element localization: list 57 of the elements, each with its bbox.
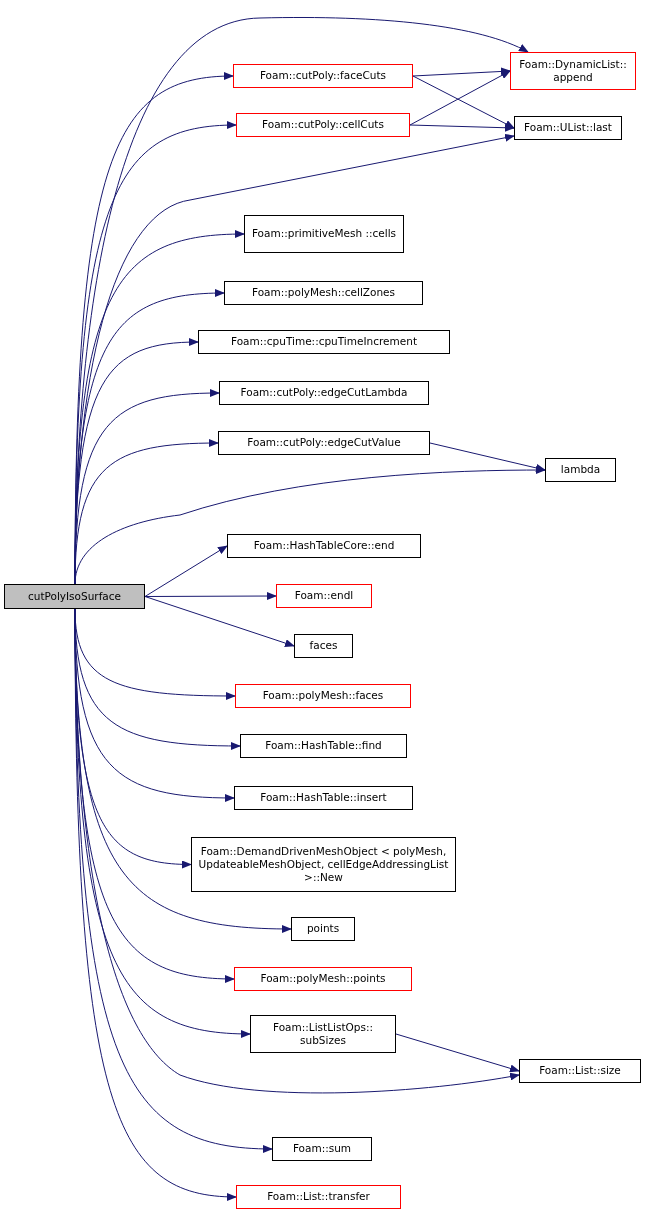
function-box xyxy=(272,1137,372,1161)
function-box xyxy=(519,1059,641,1083)
function-name: Foam::HashTable::insert xyxy=(260,791,387,805)
function-name: Foam::UList::last xyxy=(524,121,612,135)
arrow xyxy=(144,545,228,597)
function-box xyxy=(510,52,636,90)
function-box xyxy=(218,431,430,455)
function-name: Foam::cutPoly::edgeCutValue xyxy=(247,436,401,450)
function-name: faces xyxy=(309,639,338,653)
function-name: Foam::List::size xyxy=(539,1064,621,1078)
function-box xyxy=(240,734,407,758)
arrow xyxy=(144,592,277,601)
arrow xyxy=(74,338,199,585)
function-name: Foam::endl xyxy=(294,589,354,603)
function-name: Foam::primitiveMesh ::cells xyxy=(251,227,397,241)
function-box xyxy=(236,113,410,137)
function-name: Foam::cutPoly::faceCuts xyxy=(259,69,387,83)
arrow xyxy=(429,442,546,472)
function-box xyxy=(291,917,355,941)
function-name: Foam::ListListOps:: subSizes xyxy=(272,1020,374,1048)
function-name: points xyxy=(306,922,340,936)
function-box xyxy=(236,1185,401,1209)
function-box xyxy=(233,64,413,88)
function-box xyxy=(244,215,404,253)
function-box xyxy=(514,116,622,140)
function-name: Foam::cutPoly::cellCuts xyxy=(262,118,384,132)
arrow xyxy=(409,123,515,132)
arrow xyxy=(144,596,295,647)
function-name: cutPolyIsoSurface xyxy=(27,589,122,604)
function-box xyxy=(224,281,423,305)
function-name: Foam::List::transfer xyxy=(267,1190,370,1204)
function-name: lambda xyxy=(560,463,601,477)
function-name: Foam::DynamicList:: append xyxy=(518,57,628,85)
function-box xyxy=(545,458,616,482)
function-name: Foam::cpuTime::cpuTimeIncrement xyxy=(231,335,417,349)
function-name: Foam::polyMesh::cellZones xyxy=(251,286,395,300)
function-name: Foam::sum xyxy=(292,1142,352,1156)
arrow xyxy=(412,67,511,77)
function-name: Foam::polyMesh::points xyxy=(260,972,386,986)
function-box xyxy=(227,534,421,558)
function-box xyxy=(234,967,412,991)
arrow xyxy=(395,1033,520,1073)
function-box xyxy=(294,634,353,658)
function-name: Foam::DemandDrivenMeshObject < polyMesh, UpdateableMeshObject, cellEdgeAddressingList >::New xyxy=(197,844,450,885)
function-name: Foam::cutPoly::edgeCutLambda xyxy=(240,386,408,400)
function-box xyxy=(219,381,429,405)
function-name: Foam::HashTable::find xyxy=(265,739,382,753)
function-box xyxy=(4,584,145,609)
function-box xyxy=(276,584,372,608)
function-box xyxy=(191,837,456,892)
function-name: Foam::HashTableCore::end xyxy=(253,539,395,553)
function-box xyxy=(198,330,450,354)
function-box xyxy=(234,786,413,810)
function-box xyxy=(235,684,411,708)
arrow xyxy=(74,439,219,585)
function-name: Foam::polyMesh::faces xyxy=(262,689,384,703)
function-box xyxy=(250,1015,396,1053)
